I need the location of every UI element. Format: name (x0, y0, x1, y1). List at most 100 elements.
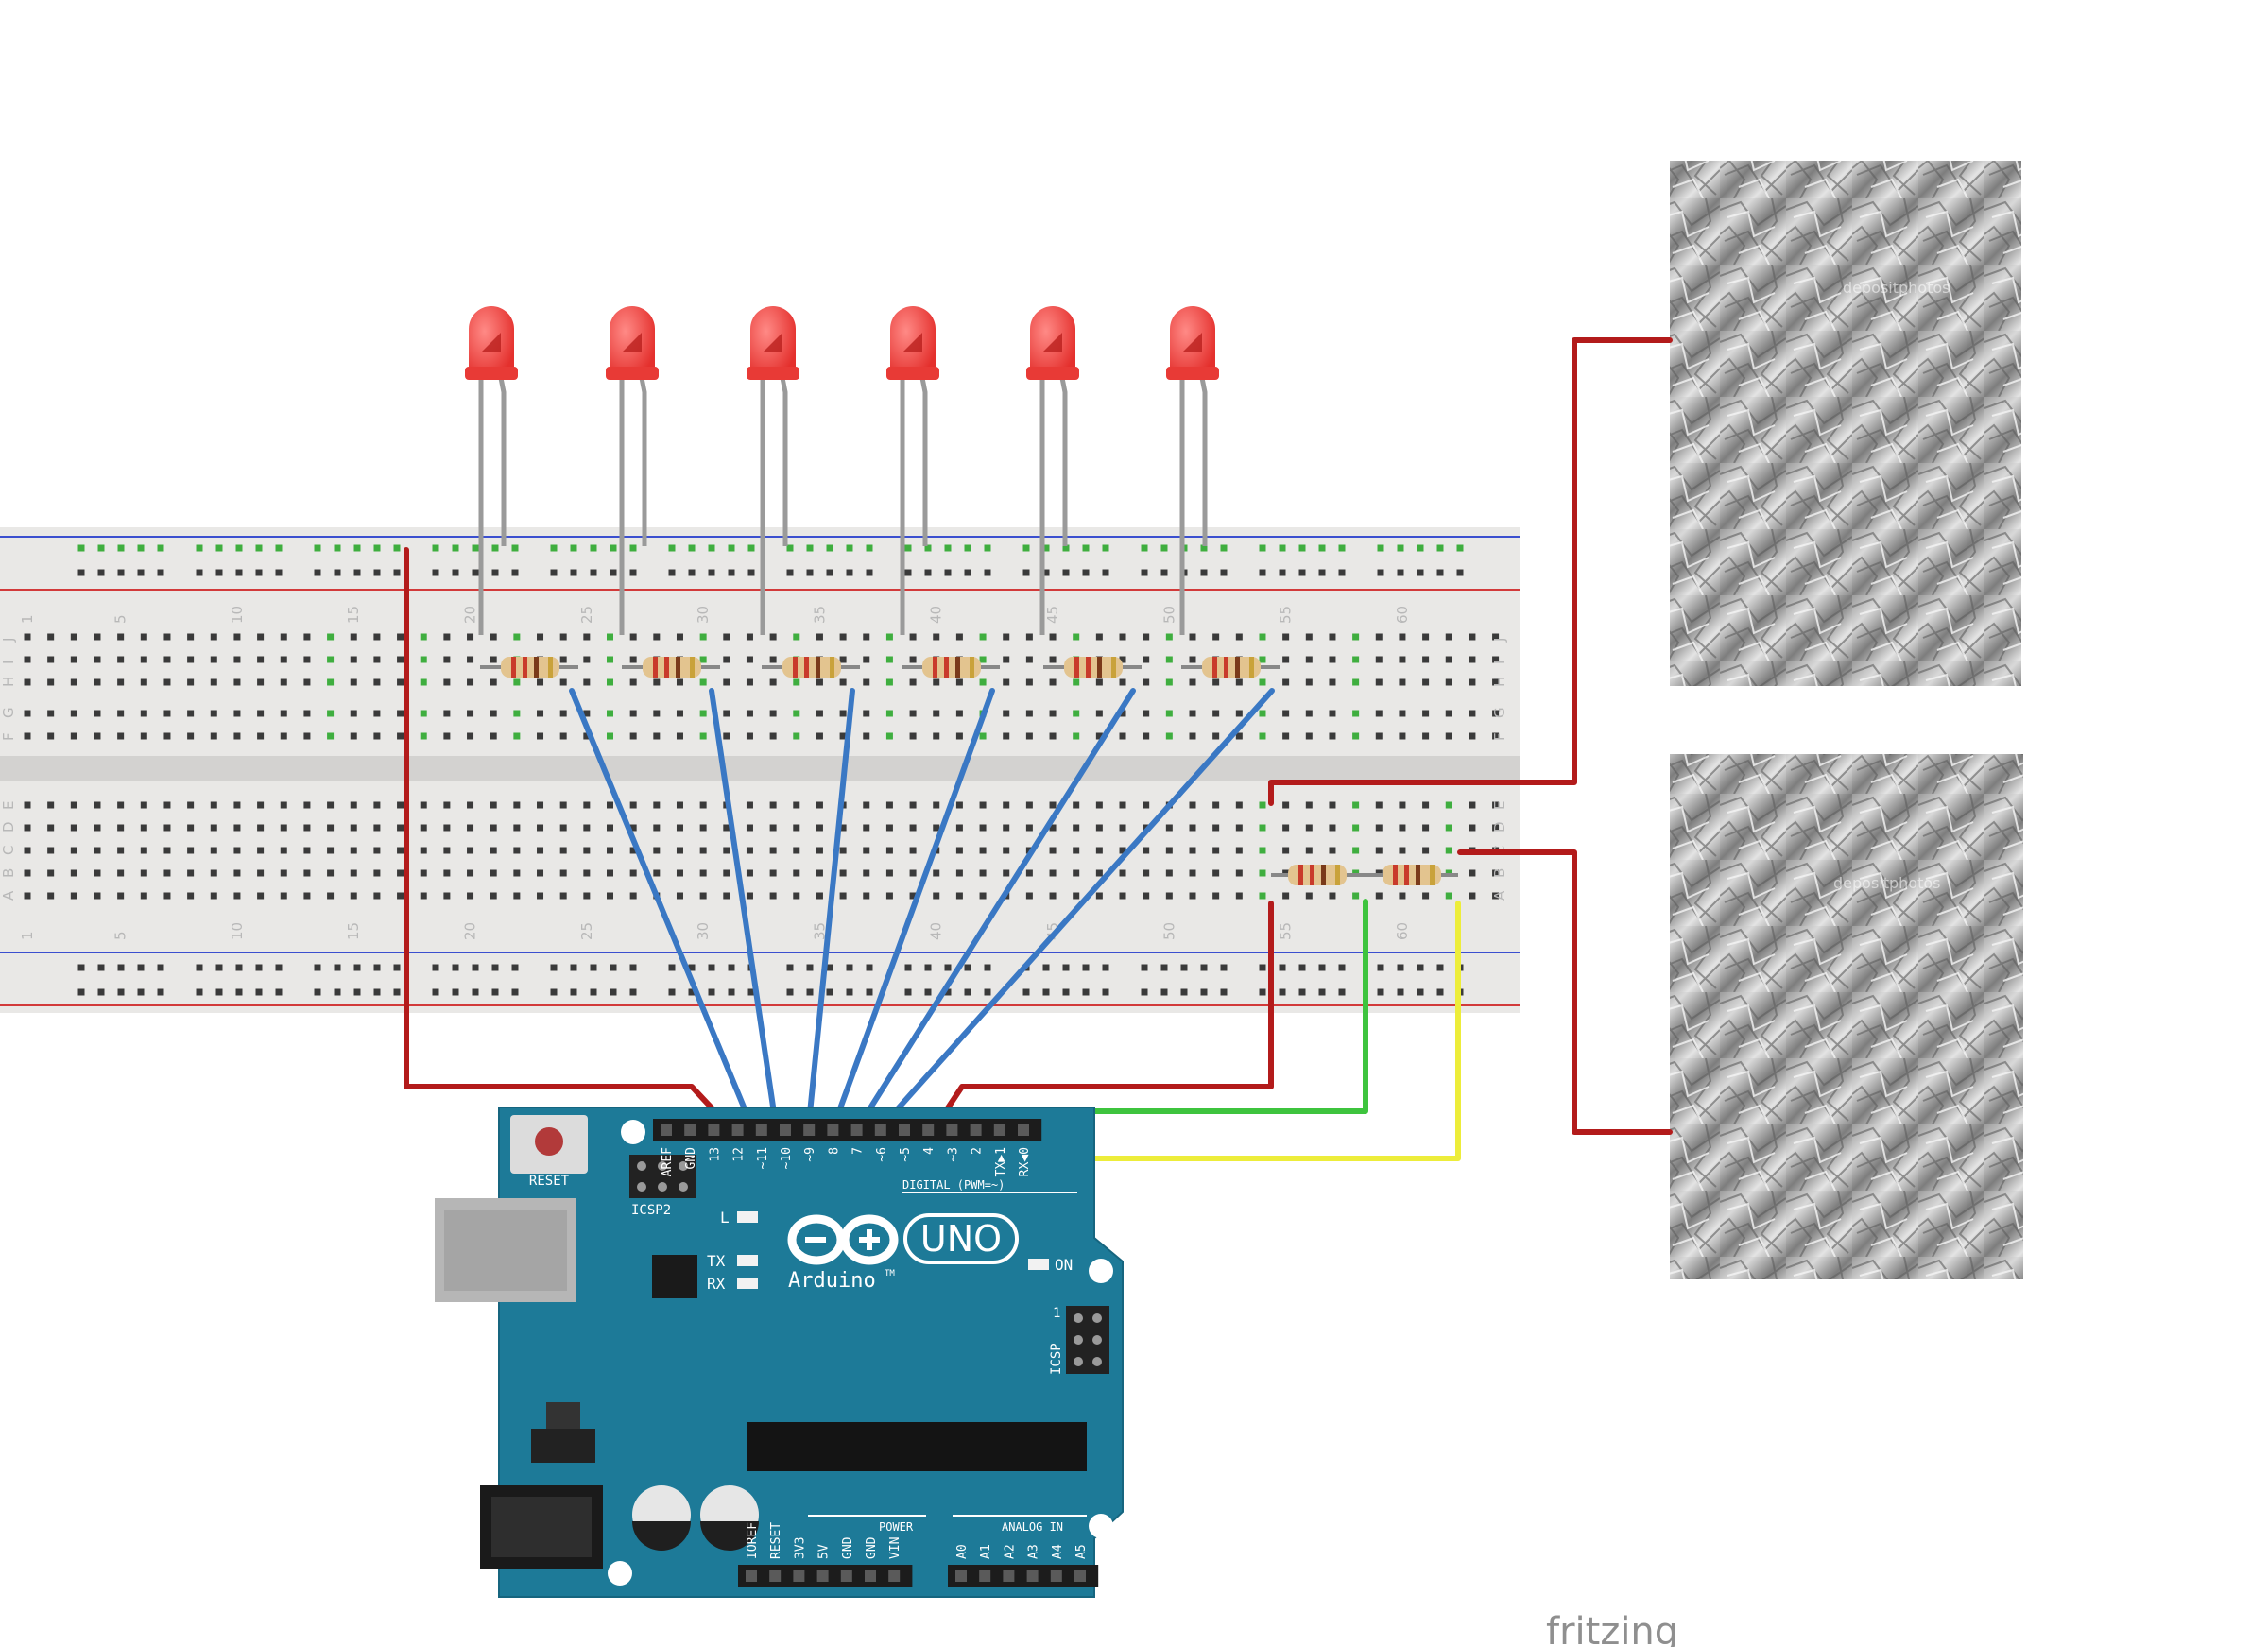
breadboard-hole (97, 544, 105, 552)
breadboard-hole (933, 824, 940, 832)
breadboard-hole (303, 678, 311, 686)
breadboard-hole (314, 964, 321, 971)
breadboard-hole (1445, 678, 1452, 686)
breadboard-hole (303, 892, 311, 900)
breadboard-hole (699, 847, 707, 854)
pin-label: GND (684, 1147, 698, 1170)
breadboard-hole (1119, 656, 1126, 663)
pin-label: A3 (1027, 1544, 1041, 1559)
breadboard-hole (350, 678, 357, 686)
breadboard-hole (933, 732, 940, 740)
resistor (480, 657, 578, 678)
breadboard-hole (984, 988, 991, 996)
breadboard-hole (1042, 544, 1050, 552)
breadboard-hole (769, 633, 777, 641)
led-leg (1058, 372, 1068, 546)
breadboard-hole (1259, 544, 1266, 552)
column-number: 20 (462, 606, 479, 624)
breadboard-hole (1073, 892, 1080, 900)
breadboard-hole (676, 824, 683, 832)
breadboard-hole (723, 824, 730, 832)
breadboard-hole (215, 544, 223, 552)
led-leg (919, 372, 928, 546)
breadboard-hole (196, 964, 203, 971)
breadboard-hole (1259, 847, 1266, 854)
breadboard-hole (334, 964, 341, 971)
breadboard-hole (933, 678, 940, 686)
breadboard-hole (163, 892, 171, 900)
breadboard-hole (280, 656, 287, 663)
breadboard-hole (863, 869, 870, 877)
header-pin (1026, 1570, 1039, 1582)
resistor (1366, 865, 1458, 885)
breadboard-hole (1492, 656, 1500, 663)
breadboard-hole (303, 633, 311, 641)
breadboard-hole (955, 892, 963, 900)
breadboard-hole (1212, 892, 1220, 900)
foil-watermark: depositphotos (1843, 279, 1950, 297)
breadboard-hole (955, 801, 963, 809)
breadboard-hole (420, 869, 427, 877)
breadboard-hole (490, 892, 497, 900)
breadboard-hole (210, 633, 217, 641)
breadboard-hole (846, 544, 853, 552)
breadboard-hole (746, 656, 753, 663)
breadboard-hole (491, 964, 499, 971)
row-letter: E (1491, 801, 1508, 810)
breadboard-hole (1235, 710, 1243, 717)
breadboard-hole (1141, 988, 1148, 996)
breadboard-hole (1143, 678, 1150, 686)
breadboard-hole (979, 678, 987, 686)
breadboard-hole (420, 732, 427, 740)
breadboard-hole (187, 710, 195, 717)
breadboard-hole (420, 710, 427, 717)
dc-power-jack[interactable] (480, 1485, 603, 1569)
breadboard-hole (904, 569, 912, 576)
breadboard-hole (257, 710, 265, 717)
breadboard-hole (1445, 656, 1452, 663)
breadboard-hole (550, 569, 558, 576)
breadboard-hole (1492, 892, 1500, 900)
breadboard-hole (676, 732, 683, 740)
reset-button[interactable] (510, 1115, 588, 1174)
breadboard-hole (1305, 710, 1313, 717)
breadboard-hole (140, 656, 147, 663)
breadboard-hole (94, 710, 101, 717)
breadboard-hole (1399, 633, 1406, 641)
breadboard-hole (728, 988, 735, 996)
breadboard-hole (513, 824, 521, 832)
breadboard-hole (607, 678, 613, 686)
breadboard-hole (909, 656, 917, 663)
breadboard-hole (1102, 964, 1109, 971)
breadboard-hole (314, 569, 321, 576)
resistor (1271, 865, 1366, 885)
column-number: 25 (578, 606, 595, 624)
breadboard-hole (1445, 710, 1452, 717)
breadboard-hole (327, 710, 335, 717)
row-letter: F (1491, 732, 1508, 741)
breadboard-hole (786, 988, 794, 996)
breadboard-hole (1102, 569, 1109, 576)
breadboard-hole (1049, 710, 1057, 717)
breadboard-hole (1279, 544, 1286, 552)
usb-connector[interactable] (435, 1198, 576, 1302)
breadboard-hole (653, 847, 661, 854)
breadboard-hole (70, 892, 77, 900)
led-die (623, 333, 642, 352)
resistor (902, 657, 1000, 678)
breadboard-hole (723, 892, 730, 900)
breadboard-hole (1212, 678, 1220, 686)
header-pin (1003, 1570, 1015, 1582)
breadboard-hole (1456, 544, 1464, 552)
breadboard-hole (607, 656, 613, 663)
breadboard-hole (196, 544, 203, 552)
breadboard-hole (1073, 633, 1080, 641)
breadboard-hole (607, 710, 613, 717)
breadboard-hole (688, 544, 696, 552)
breadboard-hole (909, 869, 917, 877)
breadboard-hole (924, 569, 932, 576)
breadboard-hole (846, 964, 853, 971)
breadboard-hole (1003, 656, 1010, 663)
breadboard-hole (1282, 847, 1290, 854)
breadboard-hole (140, 824, 147, 832)
